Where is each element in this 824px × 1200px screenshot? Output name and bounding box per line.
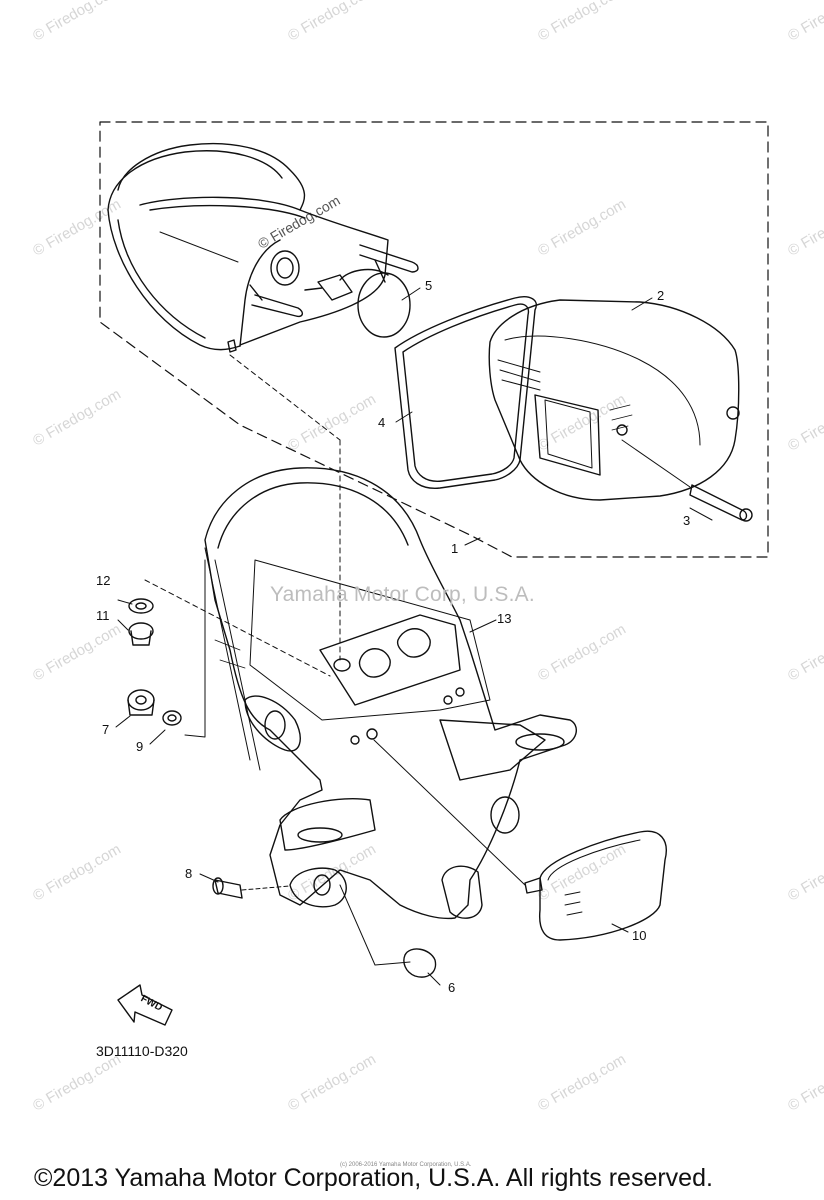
tail-light-lens (488, 299, 740, 501)
callout-11: 11 (96, 608, 110, 623)
assembly-boundary (99, 121, 769, 558)
screw (621, 439, 753, 522)
callout-2: 2 (657, 288, 665, 303)
forward-arrow-icon (117, 984, 173, 1026)
callout-4: 4 (378, 415, 386, 430)
tail-light-housing (107, 142, 389, 353)
copyright-notice: ©2013 Yamaha Motor Corporation, U.S.A. A… (34, 1164, 713, 1192)
license-bracket (204, 467, 577, 920)
tiny-notice: (c) 2006-2016 Yamaha Motor Corporation, … (340, 1162, 472, 1168)
center-watermark: Yamaha Motor Corp, U.S.A. (270, 583, 535, 606)
callout-3: 3 (683, 513, 691, 528)
callout-7: 7 (102, 722, 110, 737)
callout-9: 9 (136, 739, 144, 754)
diagram-code: 3D11110-D320 (96, 1043, 188, 1059)
alignment-lines (144, 354, 341, 677)
hardware-fasteners (127, 559, 437, 978)
bulb (304, 268, 411, 338)
callout-10: 10 (632, 928, 647, 943)
lens-gasket (394, 296, 537, 489)
callout-6: 6 (448, 980, 456, 995)
callout-5: 5 (425, 278, 433, 293)
callout-1: 1 (451, 541, 459, 556)
callout-8: 8 (185, 866, 193, 881)
callout-12: 12 (96, 573, 111, 588)
callout-13: 13 (497, 611, 512, 626)
rear-reflector (373, 739, 667, 941)
